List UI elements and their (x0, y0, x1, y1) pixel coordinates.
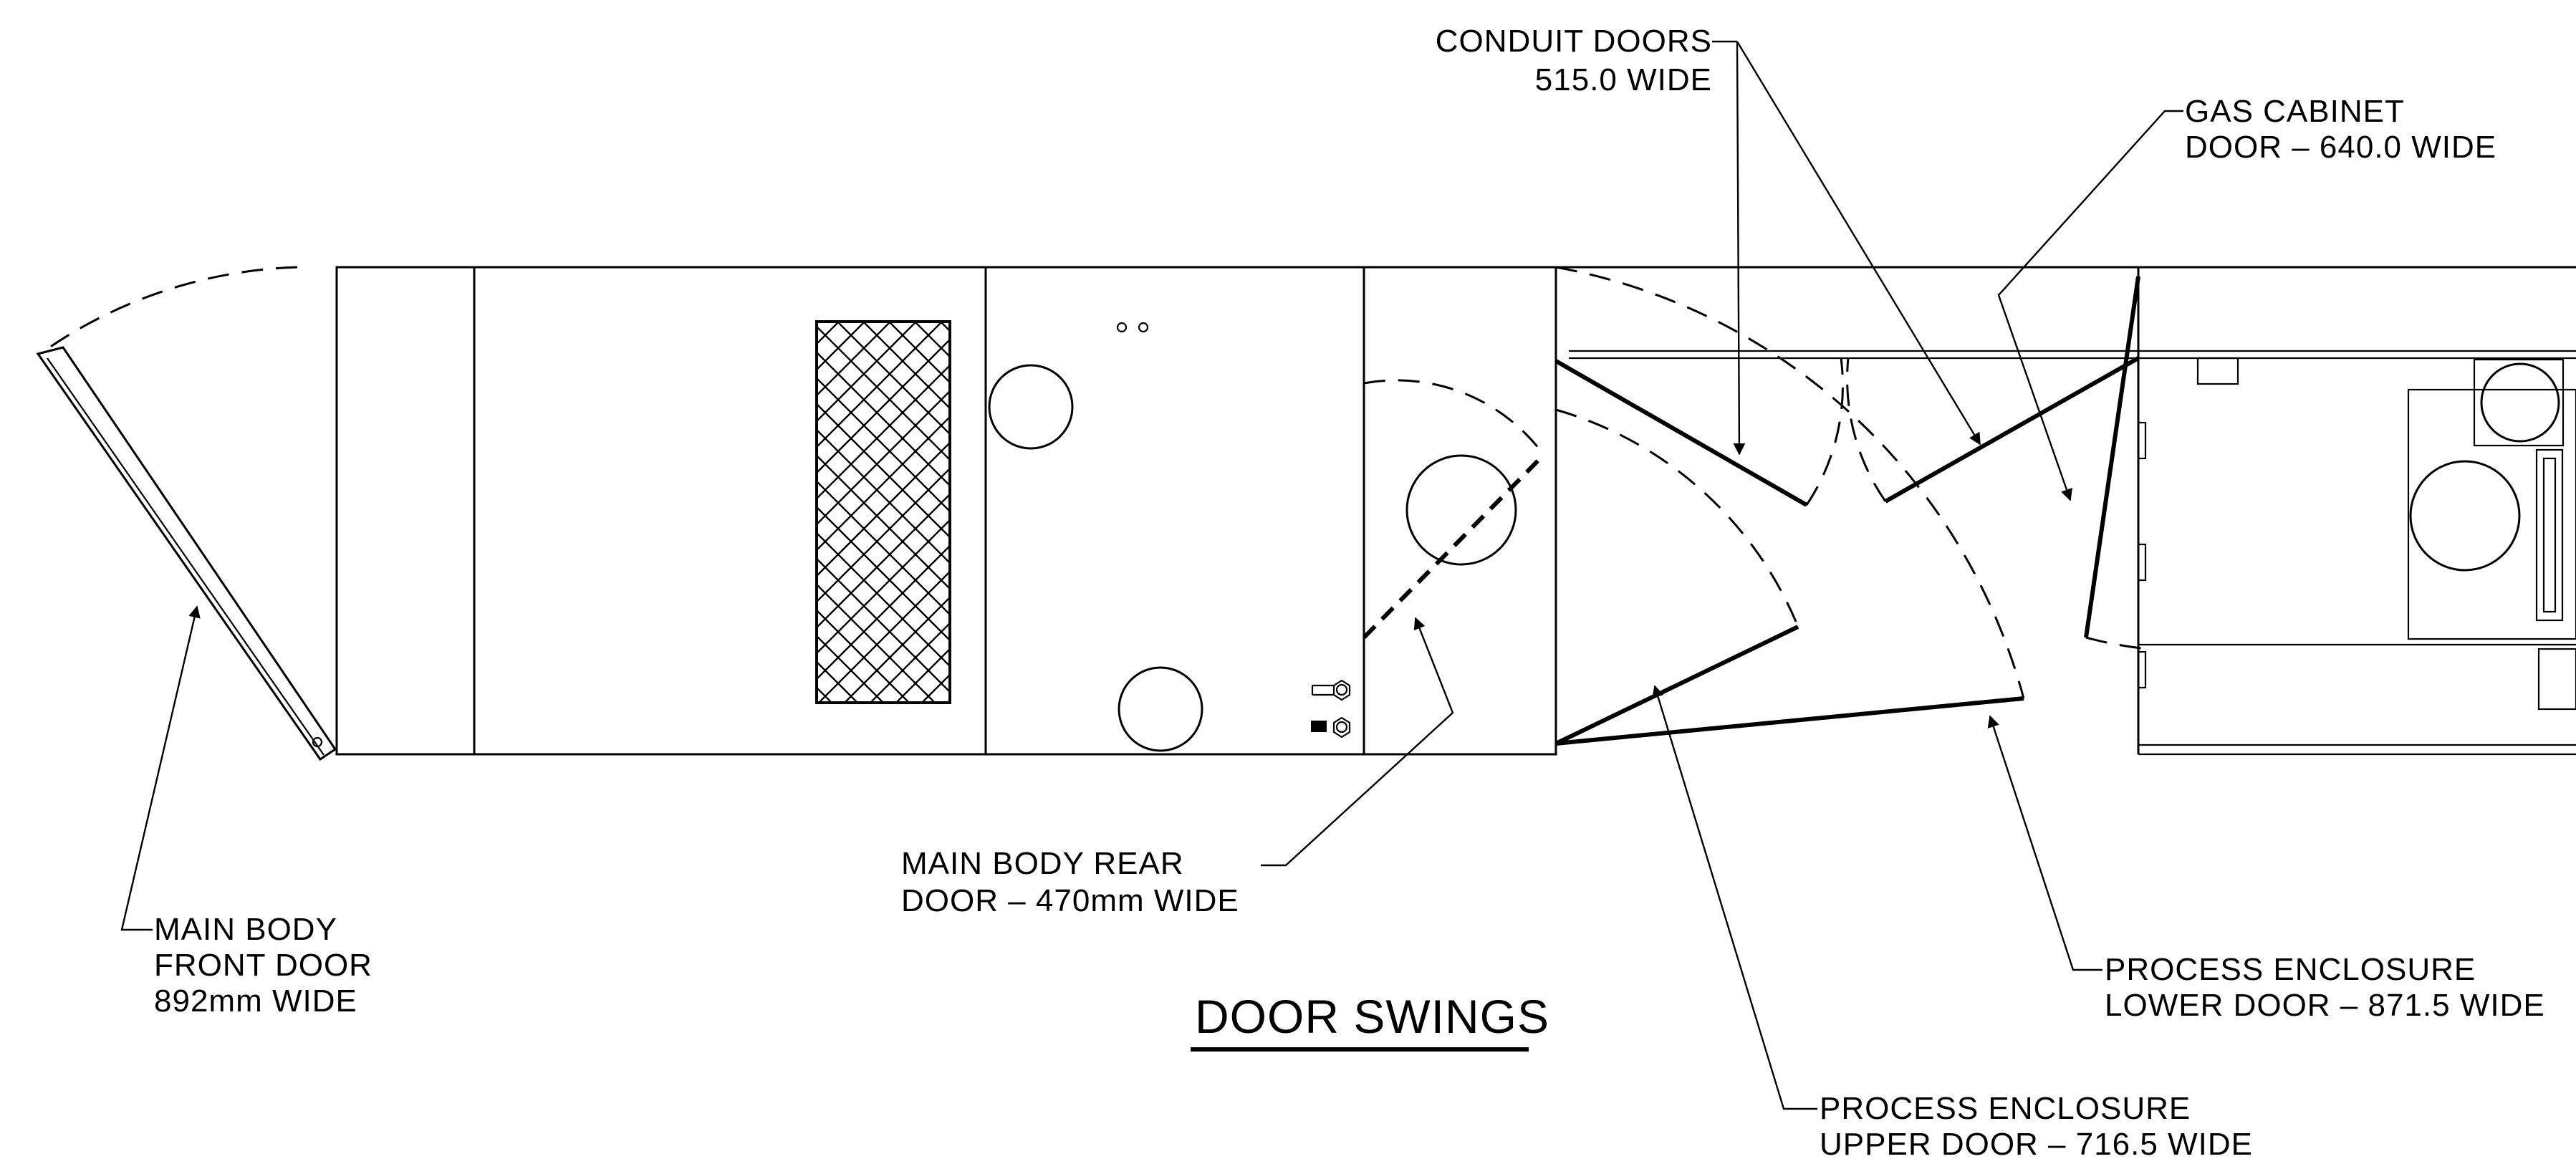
port-circle (2409, 460, 2521, 572)
label-process-upper: PROCESS ENCLOSURE UPPER DOOR – 716.5 WID… (1820, 1091, 2253, 1162)
main-body-rear-line2: DOOR – 470mm WIDE (901, 883, 1239, 918)
leader-lines (120, 40, 2183, 1110)
process-lower-line1: PROCESS ENCLOSURE (2105, 952, 2476, 987)
lower-door-swing-arc (1555, 266, 2025, 699)
upper-door-swing-arc (1555, 408, 1799, 627)
conduit-door-right (1884, 356, 2140, 504)
port-circle (2480, 362, 2560, 443)
lower-door-leaf (1555, 696, 2024, 746)
label-main-body-front: MAIN BODY FRONT DOOR 892mm WIDE (154, 912, 373, 1019)
label-conduit-doors: CONDUIT DOORS 515.0 WIDE (1436, 24, 1712, 97)
gas-cabinet-line1: GAS CABINET (2185, 94, 2405, 129)
process-upper-line2: UPPER DOOR – 716.5 WIDE (1820, 1127, 2253, 1162)
process-upper-line1: PROCESS ENCLOSURE (1820, 1091, 2191, 1126)
main-body-front-line1: MAIN BODY (154, 912, 337, 947)
label-process-lower: PROCESS ENCLOSURE LOWER DOOR – 871.5 WID… (2105, 952, 2545, 1023)
fitting-icon (1311, 679, 1351, 739)
conduit-door-left (1554, 359, 1808, 507)
port-circle (988, 364, 1074, 450)
vent-grille (815, 320, 951, 704)
drawing-title: DOOR SWINGS (1191, 990, 1549, 1052)
conduit-doors-line1: CONDUIT DOORS (1436, 24, 1712, 59)
conduit-swing-left (1805, 357, 1844, 506)
gas-cabinet-swing-arc (2085, 636, 2143, 650)
label-gas-cabinet: GAS CABINET DOOR – 640.0 WIDE (2185, 94, 2496, 165)
rear-door-swing-arc (1363, 379, 1545, 456)
main-body (335, 266, 1557, 756)
main-body-front-door (36, 266, 337, 761)
port-circle (1405, 454, 1517, 566)
main-body-front-line2: FRONT DOOR (154, 948, 373, 983)
title-text: DOOR SWINGS (1195, 990, 1549, 1043)
main-body-front-line3: 892mm WIDE (154, 983, 357, 1019)
conduit-doors-line2: 515.0 WIDE (1535, 62, 1712, 97)
gas-cabinet (2084, 267, 2576, 756)
main-body-rear-line1: MAIN BODY REAR (901, 846, 1184, 881)
conduit-swing-right (1846, 357, 1887, 502)
process-lower-line2: LOWER DOOR – 871.5 WIDE (2105, 988, 2545, 1023)
rear-door-leaf (1362, 453, 1546, 640)
label-main-body-rear: MAIN BODY REAR DOOR – 470mm WIDE (901, 846, 1239, 918)
port-circle (1118, 666, 1203, 752)
upper-door-leaf (1554, 625, 1799, 746)
gas-cabinet-line2: DOOR – 640.0 WIDE (2185, 130, 2496, 165)
gas-cabinet-door-leaf (2084, 276, 2140, 638)
process-enclosure (1554, 266, 2576, 754)
